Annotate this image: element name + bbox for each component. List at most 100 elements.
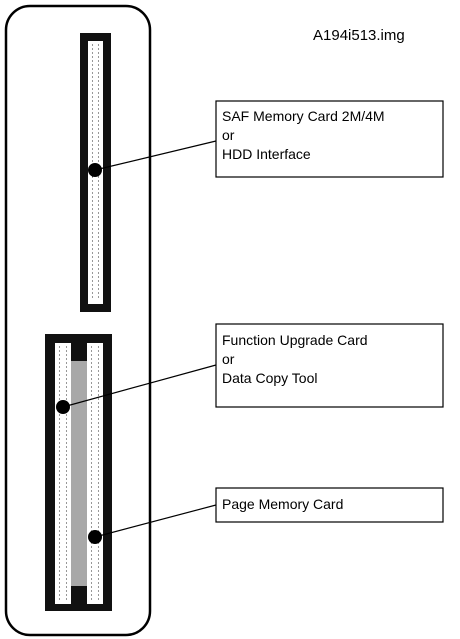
pin-dot bbox=[58, 434, 61, 436]
pin-dot bbox=[97, 578, 100, 580]
pin-dot bbox=[65, 434, 68, 436]
pin-dot bbox=[90, 458, 93, 460]
pin-dot bbox=[90, 590, 93, 592]
lower-left-connector bbox=[55, 343, 71, 604]
pin-dot bbox=[65, 358, 68, 360]
pin-dot bbox=[65, 438, 68, 440]
pin-dot bbox=[97, 558, 100, 560]
pin-dot bbox=[91, 240, 94, 242]
pin-dot bbox=[58, 414, 61, 416]
pin-dot bbox=[97, 438, 100, 440]
pin-dot bbox=[91, 224, 94, 226]
pin-dot bbox=[97, 88, 100, 90]
pin-dot bbox=[97, 346, 100, 348]
pin-dot bbox=[90, 394, 93, 396]
pin-dot bbox=[97, 184, 100, 186]
pin-dot bbox=[90, 370, 93, 372]
pin-dot bbox=[97, 52, 100, 54]
pin-dot bbox=[97, 228, 100, 230]
pin-dot bbox=[91, 104, 94, 106]
leader-line-page bbox=[94, 504, 217, 538]
pin-dot bbox=[97, 498, 100, 500]
pin-dot bbox=[97, 180, 100, 182]
pin-dot bbox=[58, 534, 61, 536]
pin-dot bbox=[65, 574, 68, 576]
pin-dot bbox=[91, 156, 94, 158]
pin-dot bbox=[58, 350, 61, 352]
pin-dot bbox=[97, 382, 100, 384]
pin-dot bbox=[97, 188, 100, 190]
leader-line-function bbox=[62, 364, 217, 408]
pin-dot bbox=[97, 546, 100, 548]
pin-dot bbox=[65, 430, 68, 432]
pin-dot bbox=[97, 466, 100, 468]
pin-dot bbox=[65, 510, 68, 512]
pin-dot bbox=[90, 526, 93, 528]
pin-dot bbox=[97, 84, 100, 86]
pin-dot bbox=[97, 414, 100, 416]
pin-dot bbox=[91, 152, 94, 154]
pin-dot bbox=[90, 434, 93, 436]
file-id-label: A194i513.img bbox=[313, 27, 405, 44]
pin-dot bbox=[58, 382, 61, 384]
pin-dot bbox=[97, 402, 100, 404]
pin-dot bbox=[65, 346, 68, 348]
pin-dot bbox=[90, 518, 93, 520]
pin-dot bbox=[90, 546, 93, 548]
pin-dot bbox=[91, 252, 94, 254]
callout-function-line-3: Data Copy Tool bbox=[222, 370, 317, 386]
pin-dot bbox=[90, 354, 93, 356]
pin-dot bbox=[97, 252, 100, 254]
pin-dot bbox=[97, 256, 100, 258]
pin-dot bbox=[58, 354, 61, 356]
pin-dot bbox=[97, 104, 100, 106]
pin-dot bbox=[97, 272, 100, 274]
pin-dot bbox=[58, 494, 61, 496]
pin-dot bbox=[58, 574, 61, 576]
pin-dot bbox=[65, 498, 68, 500]
pin-dot bbox=[65, 470, 68, 472]
pin-dot bbox=[58, 482, 61, 484]
pin-dot bbox=[65, 478, 68, 480]
callout-function: Function Upgrade Card or Data Copy Tool bbox=[215, 323, 444, 408]
pin-dot bbox=[58, 510, 61, 512]
pin-dot bbox=[91, 232, 94, 234]
pin-dot bbox=[58, 470, 61, 472]
pin-dot bbox=[97, 100, 100, 102]
pin-dot bbox=[97, 224, 100, 226]
pin-dot bbox=[91, 248, 94, 250]
pin-dot bbox=[91, 180, 94, 182]
pin-dot bbox=[97, 156, 100, 158]
callout-saf-line-3: HDD Interface bbox=[222, 146, 311, 162]
lower-slot-block bbox=[45, 334, 112, 611]
pin-dot bbox=[97, 386, 100, 388]
pin-dot bbox=[90, 578, 93, 580]
pin-dot bbox=[90, 442, 93, 444]
pin-dot bbox=[58, 518, 61, 520]
pin-dot bbox=[90, 402, 93, 404]
pin-dot bbox=[65, 454, 68, 456]
pin-dot bbox=[97, 490, 100, 492]
pin-dot bbox=[97, 410, 100, 412]
pin-dot bbox=[65, 518, 68, 520]
pin-dot bbox=[91, 128, 94, 130]
pin-dot bbox=[65, 490, 68, 492]
pin-dot bbox=[65, 590, 68, 592]
pin-dot bbox=[97, 390, 100, 392]
pin-dot bbox=[91, 52, 94, 54]
pin-dot bbox=[97, 200, 100, 202]
pin-dot bbox=[58, 538, 61, 540]
pin-dot bbox=[58, 530, 61, 532]
pin-dot bbox=[58, 390, 61, 392]
pin-dot bbox=[97, 220, 100, 222]
pin-dot bbox=[91, 244, 94, 246]
pin-dot bbox=[97, 510, 100, 512]
pin-dot bbox=[97, 430, 100, 432]
pin-dot bbox=[91, 276, 94, 278]
pin-dot bbox=[65, 446, 68, 448]
pin-dot bbox=[97, 462, 100, 464]
pin-dot bbox=[97, 296, 100, 298]
pin-dot bbox=[97, 562, 100, 564]
pin-dot bbox=[97, 594, 100, 596]
pin-dot bbox=[58, 378, 61, 380]
